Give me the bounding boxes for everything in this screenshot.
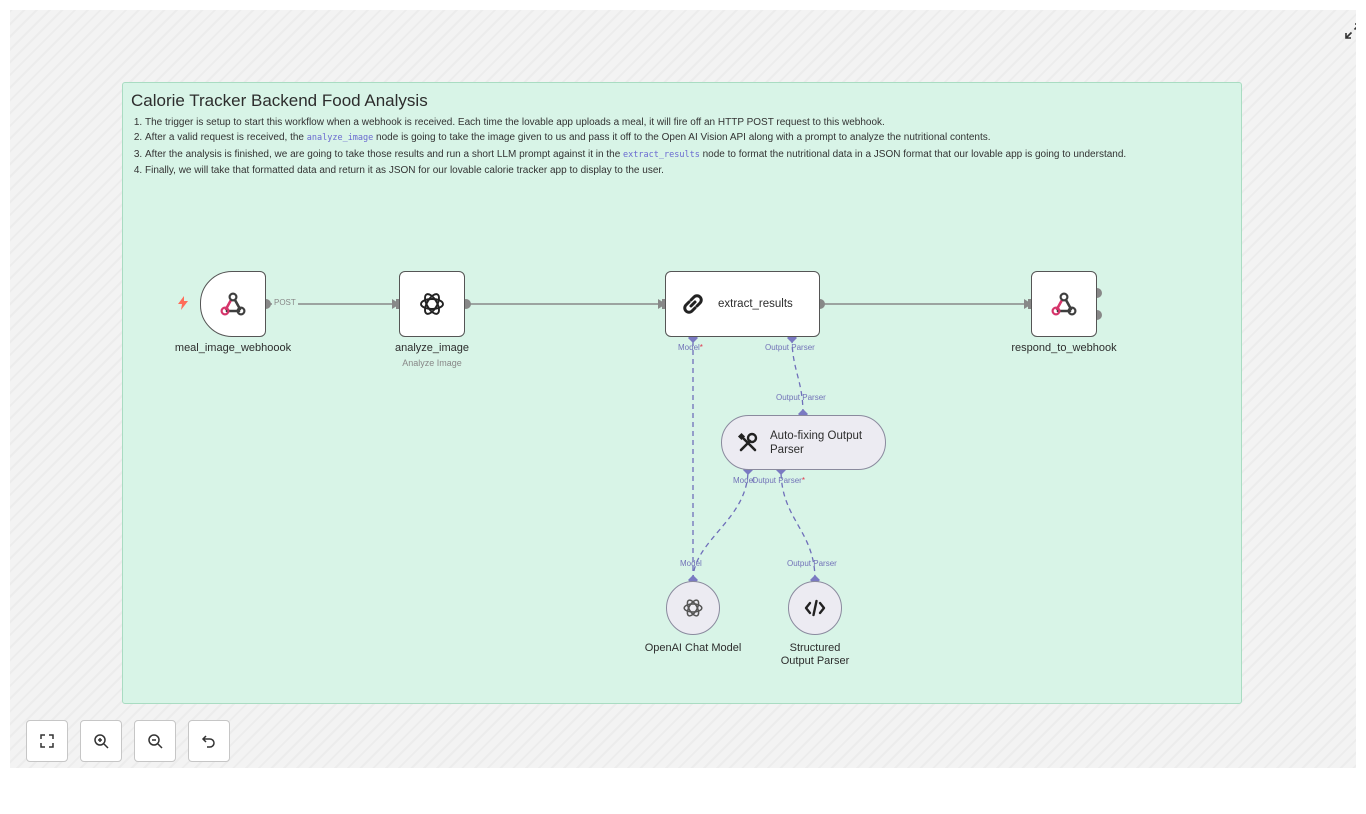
node-label: extract_results (718, 298, 793, 310)
node-analyze-image[interactable] (399, 271, 465, 337)
node-respond-to-webhook[interactable] (1031, 271, 1097, 337)
node-label: Auto-fixing Output Parser (770, 429, 863, 456)
fit-view-button[interactable] (26, 720, 68, 762)
node-label: analyze_image (395, 342, 469, 354)
reset-zoom-button[interactable] (188, 720, 230, 762)
zoom-in-button[interactable] (80, 720, 122, 762)
node-label: respond_to_webhook (1011, 342, 1117, 354)
webhook-icon (1051, 292, 1077, 316)
port-label-output-parser-top: Output Parser (776, 393, 826, 402)
port-label-chat-model: Model (680, 559, 702, 568)
port-label-model: Model* (678, 343, 703, 352)
openai-icon (420, 293, 444, 315)
port-label-structured: Output Parser (787, 559, 837, 568)
note-step-1: The trigger is setup to start this workf… (145, 115, 1235, 130)
note-step-4: Finally, we will take that formatted dat… (145, 163, 1235, 178)
openai-icon (683, 599, 703, 617)
chain-link-icon (683, 294, 703, 314)
inline-code: extract_results (623, 149, 700, 160)
node-openai-chat-model[interactable] (666, 581, 720, 635)
fit-view-icon (40, 734, 54, 748)
node-meal-image-webhook[interactable] (200, 271, 266, 337)
node-label: Structured Output Parser (780, 642, 850, 667)
note-steps: The trigger is setup to start this workf… (123, 115, 1235, 179)
note-title: Calorie Tracker Backend Food Analysis (131, 91, 428, 110)
zoom-in-icon (94, 734, 109, 749)
node-extract-results[interactable]: extract_results (665, 271, 820, 337)
zoom-out-icon (148, 734, 163, 749)
note-step-3: After the analysis is finished, we are g… (145, 147, 1235, 163)
port-label-autofix-model: Model (733, 476, 755, 485)
node-structured-output-parser[interactable] (788, 581, 842, 635)
node-auto-fixing-output-parser[interactable]: Auto-fixing Output Parser (721, 415, 886, 470)
note-step-2: After a valid request is received, the a… (145, 130, 1235, 146)
inline-code: analyze_image (306, 133, 374, 144)
expand-icon[interactable] (1344, 22, 1356, 40)
undo-icon (201, 735, 215, 748)
port-label-output-parser: Output Parser (765, 343, 815, 352)
node-subtitle: Analyze Image (402, 358, 462, 368)
code-icon (804, 599, 826, 617)
edge-label-post: POST (274, 298, 296, 307)
trigger-bolt-icon (178, 296, 188, 310)
port-label-autofix-parser: Output Parser* (752, 476, 805, 485)
zoom-out-button[interactable] (134, 720, 176, 762)
node-label: meal_image_webhoook (174, 342, 292, 354)
node-label: OpenAI Chat Model (644, 642, 742, 654)
webhook-icon (220, 292, 246, 316)
tools-icon (737, 432, 758, 451)
